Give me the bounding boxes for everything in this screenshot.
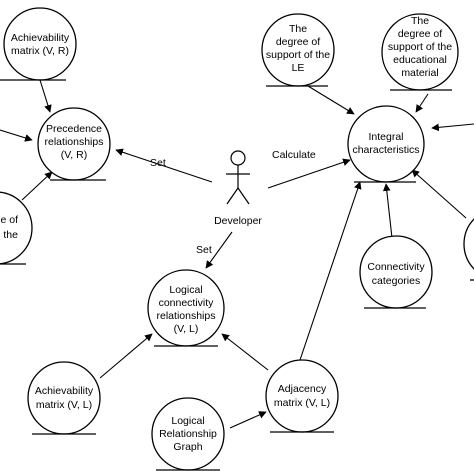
node-right-partial[interactable]: [463, 208, 474, 281]
edge-adjacency-to-integral: [299, 181, 362, 361]
edge-logical-graph-to-adjacency: [229, 411, 267, 429]
edge-left-partial-to-precedence: [21, 171, 53, 201]
edge-developer-to-integral: [267, 158, 351, 189]
edge-adjacency-to-logical-conn: [221, 333, 269, 371]
actor-head: [230, 150, 246, 166]
edge-degree-le-to-integral: [307, 85, 355, 115]
edge-connectivity-to-integral: [382, 183, 393, 239]
edges: [0, 79, 474, 429]
edge-label-set-precedence: Set: [150, 157, 166, 169]
edge-degree-material-to-integral: [415, 93, 429, 113]
edge-developer-to-logical-conn: [205, 231, 233, 269]
actor-right-leg: [237, 187, 250, 205]
edge-offscreen-to-precedence: [0, 129, 33, 142]
edge-right-partial-to-integral: [411, 169, 467, 219]
edge-developer-to-precedence: [115, 148, 213, 183]
actor-left-leg: [226, 187, 239, 205]
developer-actor[interactable]: Developer: [214, 150, 262, 227]
edge-achievability-vr-to-precedence: [39, 79, 52, 113]
edge-achievability-vl-to-logical-conn: [99, 333, 153, 379]
edge-label-calculate: Calculate: [272, 149, 316, 161]
edge-label-set-logical: Set: [196, 244, 212, 256]
actor-label: Developer: [214, 215, 262, 227]
edge-offscreen-to-integral: [431, 123, 474, 132]
